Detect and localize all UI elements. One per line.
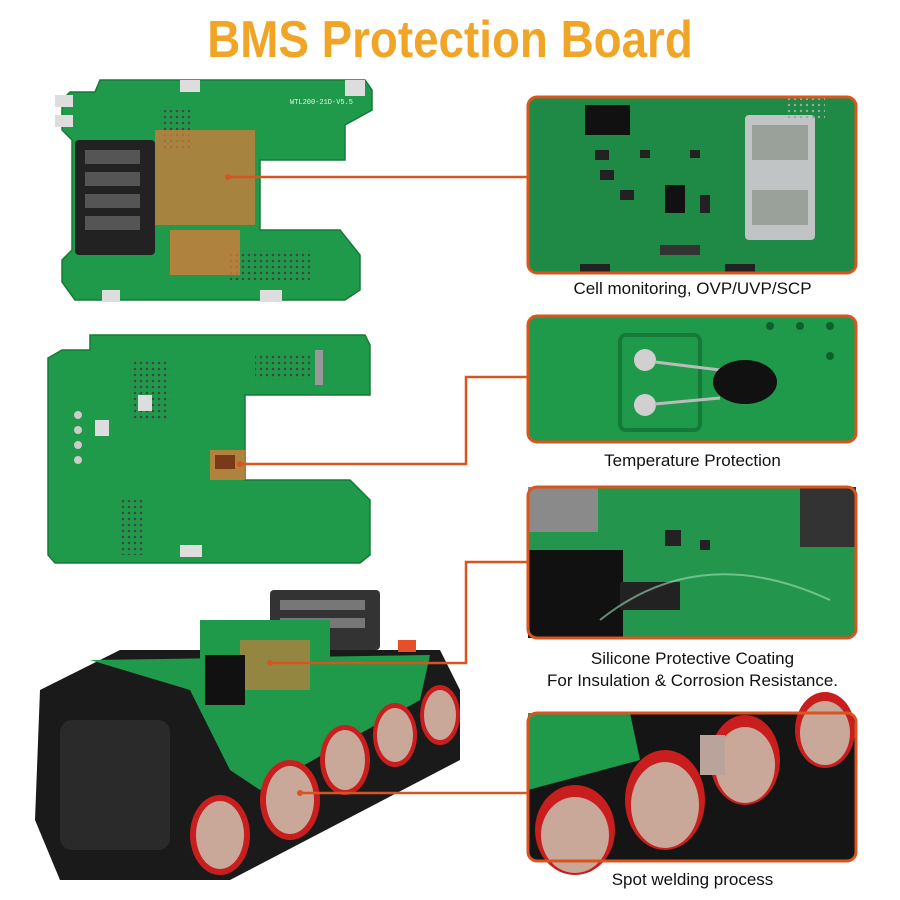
caption-spot-welding: Spot welding process: [520, 869, 865, 891]
page-title: BMS Protection Board: [207, 11, 693, 69]
bms-board-top: WTL200-21D-V5.5: [55, 79, 373, 302]
board-label: WTL200-21D-V5.5: [290, 99, 353, 107]
battery-pack: [35, 590, 460, 880]
callout-4-image: [528, 692, 856, 875]
bms-board-middle: [47, 334, 371, 564]
caption-line: Cell monitoring, OVP/UVP/SCP: [573, 279, 812, 298]
caption-line: Temperature Protection: [604, 451, 781, 470]
caption-cell-monitoring: Cell monitoring, OVP/UVP/SCP: [520, 278, 865, 300]
caption-line: Spot welding process: [611, 870, 774, 889]
caption-line: For Insulation & Corrosion Resistance.: [546, 671, 839, 690]
callout-1-image: [528, 97, 856, 273]
caption-line: Silicone Protective Coating: [590, 649, 795, 668]
battery-cells: [190, 685, 460, 875]
caption-temperature: Temperature Protection: [520, 450, 865, 472]
callout-2-image: [528, 316, 856, 442]
caption-silicone-coating: Silicone Protective Coating For Insulati…: [510, 648, 875, 692]
callout-borders: [526, 95, 858, 863]
callout-lines: [228, 175, 528, 795]
callout-3-image: [528, 487, 856, 638]
